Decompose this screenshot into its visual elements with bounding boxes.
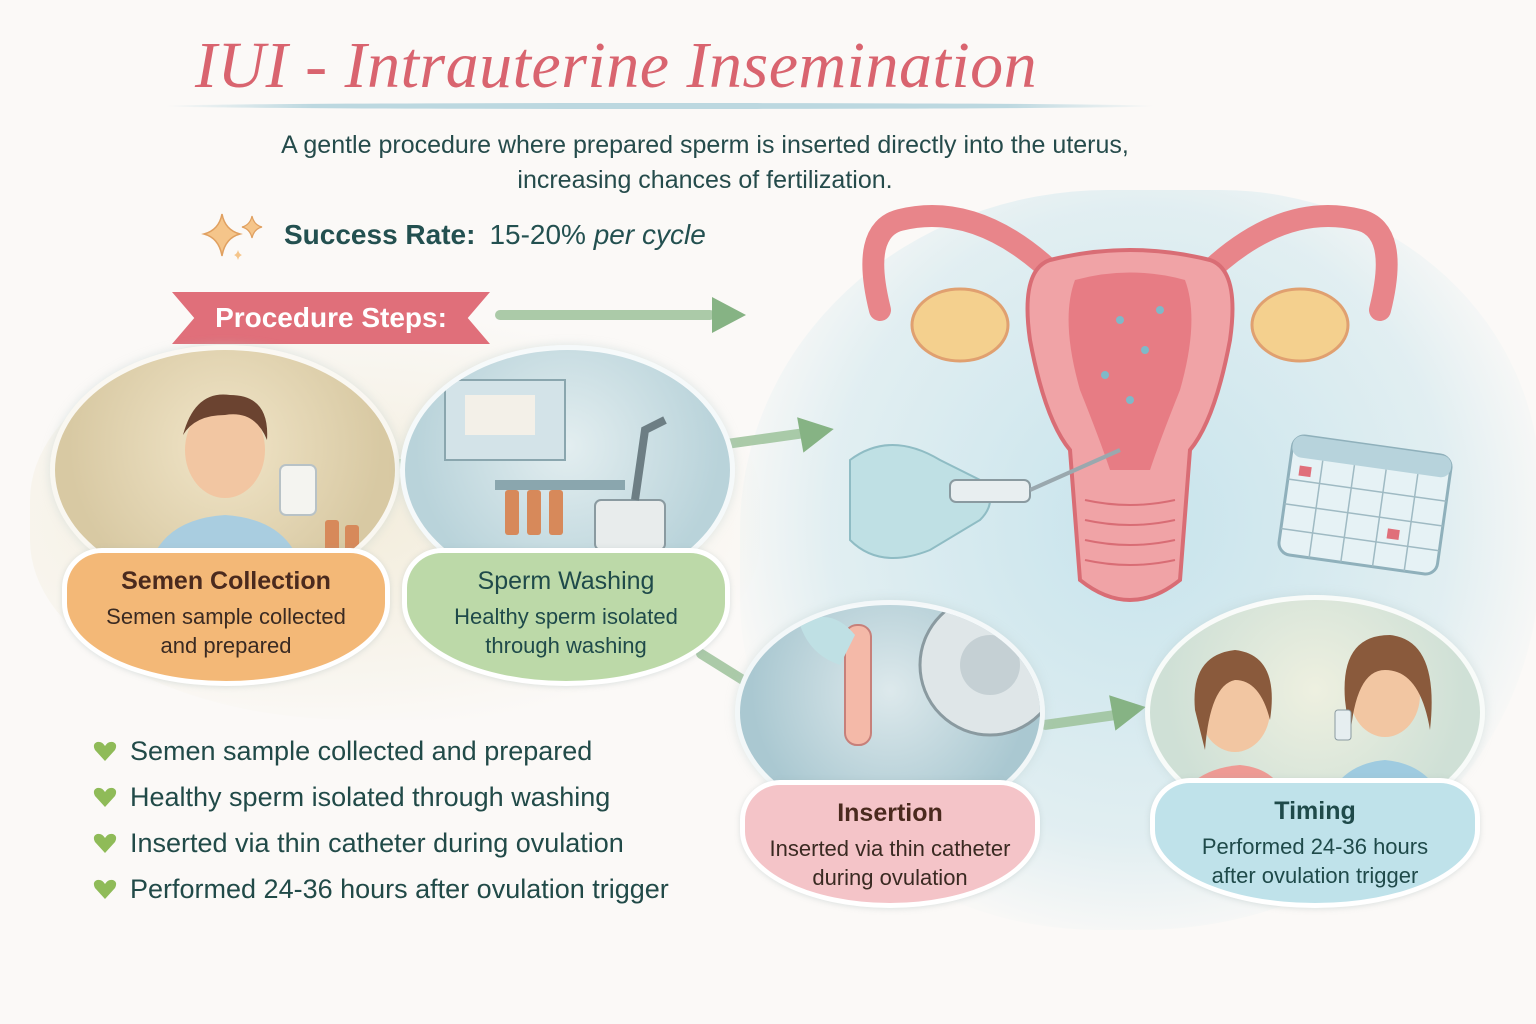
- success-rate-label: Success Rate:: [284, 219, 476, 250]
- step-title: Sperm Washing: [477, 567, 655, 595]
- arrow-right-icon: [712, 297, 746, 333]
- lab-icon: [444, 379, 667, 551]
- subtitle-line-1: A gentle procedure where prepared sperm …: [281, 131, 1129, 159]
- checklist-item: Inserted via thin catheter during ovulat…: [92, 820, 669, 866]
- calendar-icon: [1277, 434, 1453, 576]
- success-rate: Success Rate: 15-20% per cycle: [200, 210, 706, 260]
- banner-label: Procedure Steps:: [215, 302, 447, 333]
- checklist-item: Healthy sperm isolated through washing: [92, 774, 669, 820]
- title-underline: [165, 103, 1155, 109]
- sparkle-icon: [201, 213, 263, 260]
- subtitle-line-2: increasing chances of fertilization.: [517, 166, 893, 194]
- procedure-steps-banner: Procedure Steps:: [172, 292, 490, 344]
- step-title: Insertion: [837, 799, 943, 827]
- step-title: Timing: [1274, 797, 1356, 825]
- arrow-line-top: [495, 310, 715, 320]
- uterus-illustration: [862, 205, 1398, 602]
- hand-catheter-illustration: [849, 444, 1121, 559]
- heart-check-icon: [93, 741, 117, 761]
- checklist: Semen sample collected and prepared Heal…: [92, 728, 669, 912]
- checklist-item: Semen sample collected and prepared: [92, 728, 669, 774]
- heart-check-icon: [93, 879, 117, 899]
- page-title: IUI - Intrauterine Insemination: [195, 29, 1038, 102]
- checklist-item: Performed 24-36 hours after ovulation tr…: [92, 866, 669, 912]
- subtitle: A gentle procedure where prepared sperm …: [210, 128, 1200, 198]
- step-title: Semen Collection: [121, 567, 331, 595]
- arrow-right-icon: [1109, 689, 1149, 731]
- heart-check-icon: [93, 833, 117, 853]
- success-rate-value: 15-20% per cycle: [489, 219, 706, 250]
- heart-check-icon: [93, 787, 117, 807]
